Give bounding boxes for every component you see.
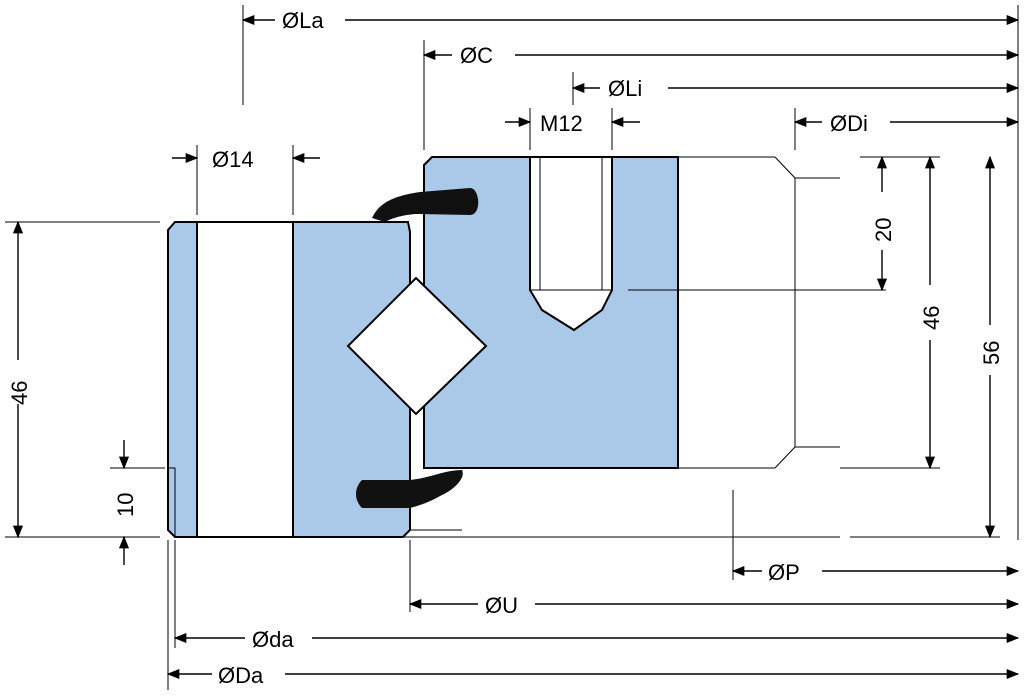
seal-bottom [356,470,463,508]
dim-p: ØP [731,490,1020,585]
dim-inner-height: 46 [919,155,944,470]
dim-thread-depth: 20 [871,155,896,292]
outer-ring-mounting-hole [196,221,294,538]
dim-da-large: ØDa [166,540,1020,690]
label-la: ØLa [282,8,324,33]
seal-top [372,188,479,222]
dim-outer-height: 46 [6,220,32,539]
label-outer-height: 46 [7,381,32,405]
outer-ring-step [168,467,176,537]
label-thread: M12 [540,111,583,136]
dim-total-height: 56 [979,155,1004,539]
dim-hole: Ø14 [172,145,320,215]
label-total-height: 56 [979,341,1004,365]
label-c: ØC [460,43,493,68]
label-thread-depth: 20 [871,218,896,242]
label-li: ØLi [608,76,642,101]
dim-m12: M12 [505,108,640,150]
inner-ring-section [423,156,679,469]
label-u: ØU [485,593,518,618]
label-da-large: ØDa [218,663,264,688]
dim-la: ØLa [241,5,1020,540]
outer-ring-section [167,221,411,538]
label-step: 10 [113,493,138,517]
dim-li: ØLi [571,72,1020,105]
label-hole: Ø14 [212,147,254,172]
cross-roller [346,276,488,416]
dim-da-small: Ødа [173,540,1020,652]
raceway [346,165,488,530]
dim-c: ØC [422,40,1020,150]
label-da-small: Ødа [252,627,294,652]
dim-di: ØDi [793,108,1020,150]
label-p: ØP [768,560,800,585]
dim-step: 10 [110,440,165,565]
label-inner-height: 46 [919,306,944,330]
dim-u: ØU [408,540,1020,618]
label-di: ØDi [830,111,868,136]
inner-ring-threaded-hole [529,156,613,332]
